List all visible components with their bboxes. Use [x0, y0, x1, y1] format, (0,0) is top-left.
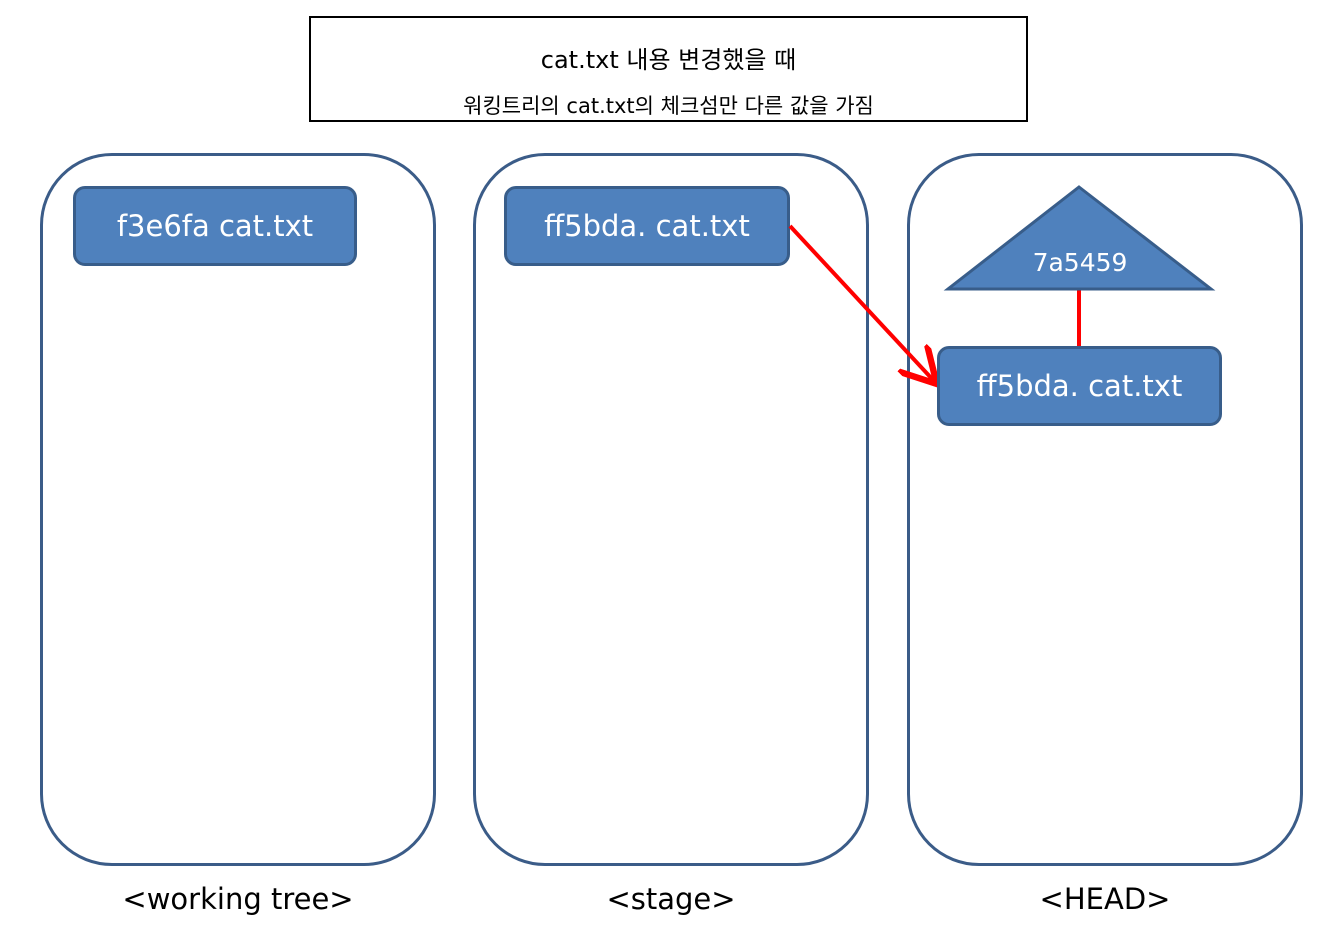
diagram-subtitle: 워킹트리의 cat.txt의 체크섬만 다른 값을 가짐 — [463, 94, 874, 118]
diagram-title: cat.txt 내용 변경했을 때 — [540, 46, 797, 74]
working-tree-blob: f3e6fa cat.txt — [73, 186, 357, 266]
head-tree-label: 7a5459 — [1032, 248, 1128, 277]
working-tree-label: <working tree> — [122, 882, 354, 916]
stage-blob: ff5bda. cat.txt — [504, 186, 790, 266]
head-blob: ff5bda. cat.txt — [937, 346, 1222, 426]
head-label: <HEAD> — [1039, 882, 1171, 916]
stage-label: <stage> — [606, 882, 736, 916]
working-tree-area — [40, 153, 436, 866]
title-box: cat.txt 내용 변경했을 때 워킹트리의 cat.txt의 체크섬만 다른… — [309, 16, 1028, 122]
